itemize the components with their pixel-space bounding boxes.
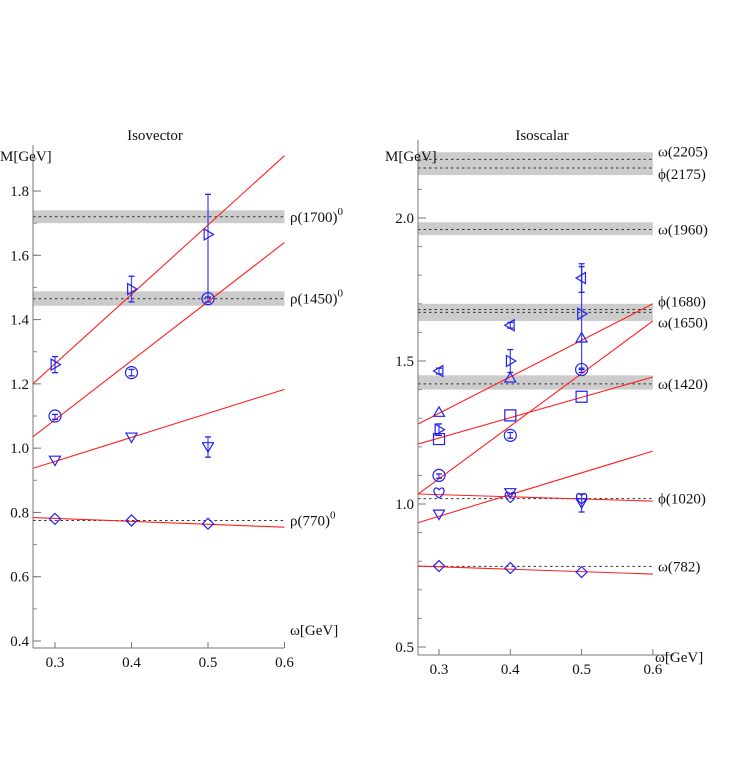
isovector-panel: ρ(1700)0 ρ(1450)0 ρ(770)0 0.4 0.6 0.8 1.0 1.2 1.… bbox=[0, 128, 343, 671]
fit-line bbox=[418, 303, 654, 425]
x-axis-label: ω[GeV] bbox=[655, 650, 703, 666]
resonance-band bbox=[418, 375, 653, 390]
y-axis-label: M[GeV] bbox=[0, 149, 52, 165]
data-point-triangle-left bbox=[574, 271, 587, 285]
data-point-heart bbox=[433, 487, 445, 499]
y-tick-label: 1.0 bbox=[10, 441, 29, 457]
fit-line bbox=[418, 376, 654, 445]
data-point-triangle-down bbox=[124, 432, 139, 444]
data-point-triangle-down bbox=[503, 488, 517, 500]
data-point-triangle-down bbox=[575, 498, 589, 510]
x-tick-label: 0.6 bbox=[275, 655, 294, 671]
data-point-circle bbox=[432, 468, 446, 482]
resonance-band bbox=[418, 222, 653, 236]
resonance-label: ϕ(1020) bbox=[658, 492, 706, 508]
y-tick-label: 0.4 bbox=[10, 634, 29, 650]
data-point-triangle-right bbox=[127, 282, 139, 296]
data-point-circle bbox=[124, 366, 139, 380]
data-point-diamond bbox=[432, 559, 446, 573]
x-tick-label: 0.4 bbox=[501, 662, 520, 678]
resonance-label: ω(2205) bbox=[658, 144, 708, 160]
data-point-triangle-right bbox=[203, 227, 215, 241]
fit-line bbox=[418, 450, 654, 524]
fit-line bbox=[32, 388, 285, 469]
resonance-label: ω(782) bbox=[658, 559, 700, 575]
x-tick-label: 0.3 bbox=[46, 655, 65, 671]
data-point-triangle-up bbox=[432, 405, 446, 417]
panel-title: Isovector bbox=[127, 128, 183, 144]
y-tick-label: 1.2 bbox=[10, 377, 29, 393]
data-point-triangle-right bbox=[505, 354, 517, 368]
data-point-triangle-up bbox=[503, 371, 517, 383]
resonance-band bbox=[418, 152, 653, 176]
data-point-diamond bbox=[201, 517, 215, 531]
y-tick-label: 0.8 bbox=[10, 505, 29, 521]
resonance-label: ρ(1700)0 bbox=[290, 206, 343, 226]
x-tick-label: 0.3 bbox=[430, 662, 449, 678]
data-point-triangle-down bbox=[201, 442, 215, 454]
x-axis-label: ω[GeV] bbox=[290, 623, 338, 639]
data-point-circle bbox=[48, 409, 62, 423]
fit-line bbox=[418, 493, 653, 502]
y-tick-label: 1.8 bbox=[10, 184, 29, 200]
data-point-triangle-left bbox=[503, 318, 515, 332]
x-tick-label: 0.4 bbox=[122, 655, 141, 671]
data-point-triangle-down bbox=[48, 455, 62, 467]
isoscalar-panel: ω(2205) ϕ(2175) ω(1960) ϕ(1680) ω(1650) ω(142… bbox=[385, 128, 708, 678]
resonance-label: ρ(1450)0 bbox=[290, 288, 343, 308]
fit-line bbox=[32, 155, 285, 385]
resonance-label: ω(1960) bbox=[658, 222, 708, 238]
y-tick-label: 1.0 bbox=[395, 497, 414, 513]
y-tick-label: 0.6 bbox=[10, 570, 29, 586]
data-point-heart bbox=[504, 491, 516, 504]
resonance-label: ω(1650) bbox=[658, 315, 708, 331]
resonance-label: ϕ(2175) bbox=[658, 167, 706, 183]
resonance-label: ω(1420) bbox=[658, 377, 708, 393]
x-tick-label: 0.5 bbox=[199, 655, 218, 671]
data-point-triangle-right bbox=[434, 423, 446, 437]
x-tick-label: 0.6 bbox=[644, 662, 663, 678]
data-point-diamond bbox=[503, 561, 517, 575]
resonance-band bbox=[33, 291, 285, 306]
x-tick-label: 0.5 bbox=[572, 662, 591, 678]
data-point-triangle-left bbox=[432, 364, 444, 378]
resonance-band bbox=[33, 210, 285, 224]
y-tick-label: 1.6 bbox=[10, 248, 29, 264]
data-point-circle bbox=[503, 428, 517, 442]
fit-line bbox=[417, 320, 654, 495]
y-axis-label: M[GeV] bbox=[385, 149, 437, 165]
panel-title: Isoscalar bbox=[515, 128, 568, 144]
data-point-triangle-down bbox=[432, 509, 446, 521]
data-point-square bbox=[575, 390, 588, 403]
y-tick-label: 1.5 bbox=[395, 354, 414, 370]
data-point-diamond bbox=[575, 565, 588, 579]
data-point-diamond bbox=[125, 514, 138, 527]
resonance-label: ϕ(1680) bbox=[658, 295, 706, 311]
fit-line bbox=[418, 565, 653, 575]
fit-line bbox=[32, 517, 285, 528]
resonance-label: ρ(770)0 bbox=[290, 509, 336, 529]
y-tick-label: 1.4 bbox=[10, 313, 29, 329]
resonance-label-superscript: 0 bbox=[337, 206, 343, 218]
fit-line bbox=[32, 242, 285, 438]
data-point-diamond bbox=[48, 512, 62, 526]
data-point-square bbox=[432, 432, 446, 446]
resonance-label-superscript: 0 bbox=[330, 509, 336, 521]
data-point-square bbox=[504, 409, 517, 422]
y-tick-label: 2.0 bbox=[395, 211, 414, 227]
data-point-triangle-right bbox=[577, 307, 589, 321]
resonance-label-superscript: 0 bbox=[337, 288, 343, 300]
y-tick-label: 0.5 bbox=[395, 640, 414, 656]
data-point-triangle-right bbox=[50, 358, 62, 372]
